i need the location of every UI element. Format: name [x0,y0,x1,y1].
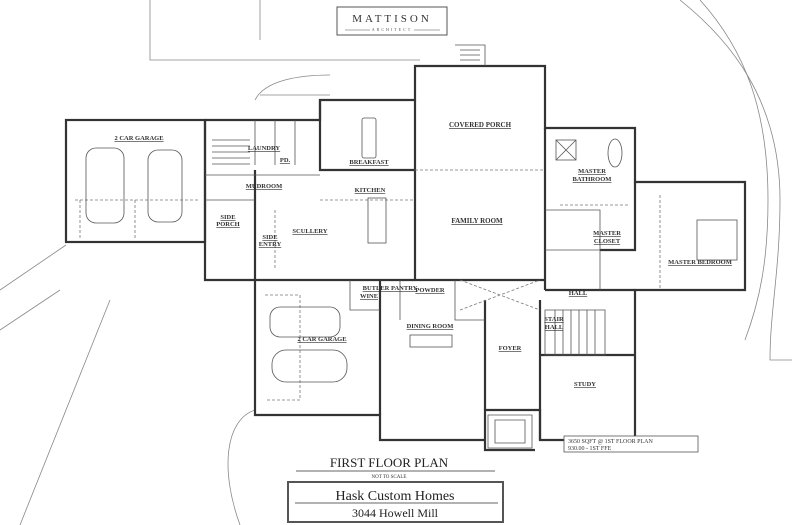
room-label-hall: HALL [569,290,588,297]
room-label-stair-hall: STAIR [544,316,564,323]
room-label-dining-room: DINING ROOM [407,323,454,330]
svg-text:ARCHITECT: ARCHITECT [372,27,412,32]
room-label-powder: POWDER [415,287,445,294]
room-label-covered-porch: COVERED PORCH [449,121,512,129]
plan-subtitle: NOT TO SCALE [371,475,406,480]
room-label-master-bedroom: MASTER BEDROOM [668,259,732,266]
room-label-garage-2: 2 CAR GARAGE [297,336,346,343]
room-label-wine: WINE [360,293,378,300]
client-address: 3044 Howell Mill [352,506,439,520]
room-label-side-porch-2: PORCH [216,221,239,228]
room-label-laundry: LAUNDRY [248,145,281,152]
room-label-master-bathroom-2: BATHROOM [573,176,612,183]
room-label-kitchen: KITCHEN [355,187,386,194]
room-label-side-entry: SIDE [262,234,277,241]
room-label-side-entry-2: ENTRY [259,241,282,248]
room-label-stair-hall-2: HALL [545,324,564,331]
svg-text:930.00 - 1ST FFE: 930.00 - 1ST FFE [568,446,612,452]
room-label-master-closet-2: CLOSET [594,238,621,245]
room-label-side-porch: SIDE [220,214,235,221]
plan-title: FIRST FLOOR PLAN [330,455,449,470]
client-name: Hask Custom Homes [336,489,455,504]
plan-title-block: FIRST FLOOR PLAN NOT TO SCALE Hask Custo… [287,455,504,523]
svg-text:MATTISON: MATTISON [352,13,432,25]
room-label-family-room: FAMILY ROOM [451,217,503,225]
room-label-garage-1: 2 CAR GARAGE [114,135,163,142]
room-label-pd: PD. [280,157,291,164]
walls [64,44,747,452]
svg-text:3650 SQFT @ 1ST FLOOR PLAN: 3650 SQFT @ 1ST FLOOR PLAN [568,439,653,445]
room-label-study: STUDY [574,381,596,388]
room-labels: 2 CAR GARAGE LAUNDRY PD. BREAKFAST COVER… [114,121,731,388]
room-label-butler-pantry: BUTLER PANTRY [363,285,418,292]
room-label-breakfast: BREAKFAST [349,159,389,166]
room-label-mudroom: MUDROOM [246,183,282,190]
room-label-master-closet: MASTER [593,230,621,237]
architect-logo: MATTISON ARCHITECT [336,6,448,36]
room-label-scullery: SCULLERY [292,228,327,235]
area-note: 3650 SQFT @ 1ST FLOOR PLAN 930.00 - 1ST … [563,435,699,453]
room-label-foyer: FOYER [499,345,522,352]
room-label-master-bathroom: MASTER [578,168,606,175]
